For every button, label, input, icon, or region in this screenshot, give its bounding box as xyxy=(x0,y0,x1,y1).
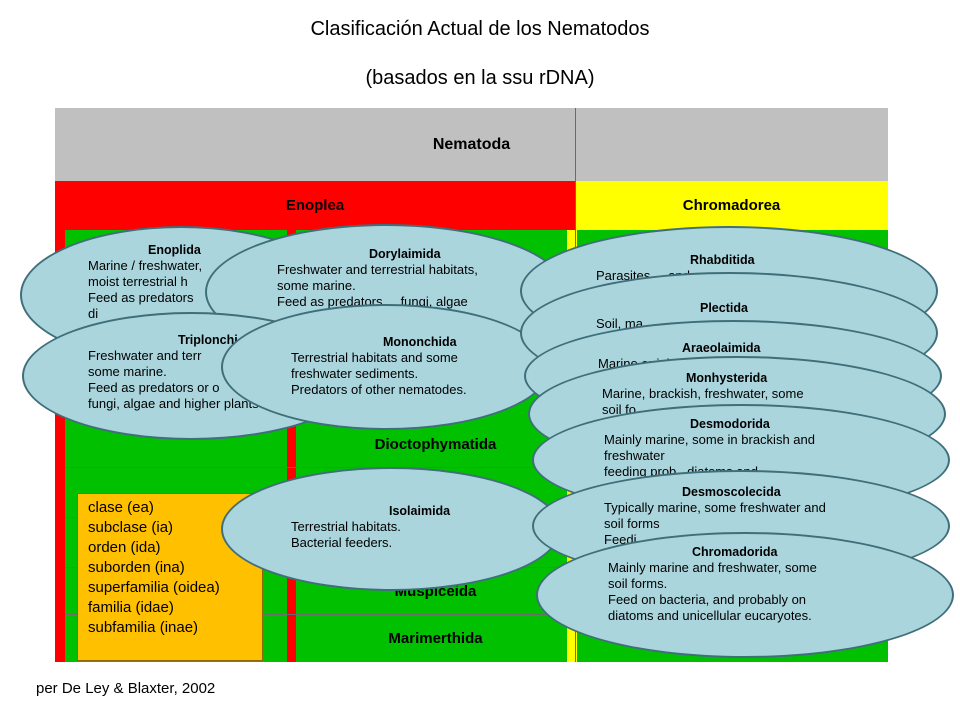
bubble-line: diatoms and unicellular eucaryotes. xyxy=(608,608,812,623)
bubble-line: Marine / freshwater, xyxy=(88,258,203,273)
bubble-line: Mainly marine and freshwater, some xyxy=(608,560,817,575)
bubble-line: Predators of other nematodes. xyxy=(291,382,467,397)
order-cell-marimerthida: Marimerthida xyxy=(388,629,483,647)
grid-line xyxy=(65,467,888,468)
bubble-line: freshwater sediments. xyxy=(291,366,419,381)
bubble-line: Mainly marine, some in brackish and xyxy=(604,432,815,447)
bubble-line: di xyxy=(88,306,99,321)
legend-item: superfamilia (oidea) xyxy=(88,579,220,596)
enoplea-strip xyxy=(55,230,65,662)
bubble-line: freshwater xyxy=(604,448,665,463)
legend-item: suborden (ina) xyxy=(88,559,185,576)
citation: per De Ley & Blaxter, 2002 xyxy=(36,680,216,697)
class-cell-chromadorea: Chromadorea xyxy=(575,181,888,230)
bubble-title: Chromadorida xyxy=(692,545,778,559)
bubble-line: Typically marine, some freshwater and xyxy=(604,500,826,515)
bubble-line: soil forms. xyxy=(608,576,668,591)
bubble-isolaimida: Isolaimida Terrestrial habitats. Bacteri… xyxy=(221,467,561,591)
bubble-line: Bacterial feeders. xyxy=(291,535,393,550)
bubble-line: some marine. xyxy=(88,364,167,379)
class-cell-enoplea: Enoplea xyxy=(55,181,575,230)
bubble-title: Plectida xyxy=(700,301,748,315)
bubble-title: Enoplida xyxy=(148,243,201,257)
legend-item: subfamilia (inae) xyxy=(88,619,199,636)
bubble-line: Freshwater and terr xyxy=(88,348,202,363)
dorylaimia-strip xyxy=(287,230,296,662)
root-cell-nematoda: Nematoda xyxy=(55,108,888,181)
legend-item: familia (idae) xyxy=(88,599,174,616)
legend-item: clase (ea) xyxy=(88,499,154,516)
bubble-line: Feed on bacteria, and probably on xyxy=(608,592,807,607)
bubble-line: Freshwater and terrestrial habitats, xyxy=(277,262,478,277)
bubble-title: Araeolaimida xyxy=(682,341,761,355)
bubble-title: Mononchida xyxy=(383,335,457,349)
bubble-line: Terrestrial habitats. xyxy=(291,519,401,534)
bubble-line: soil forms xyxy=(604,516,660,531)
bubble-chromadorida: Chromadorida Mainly marine and freshwate… xyxy=(536,532,954,658)
grid-line xyxy=(65,614,888,615)
bubble-line: Terrestrial habitats and some xyxy=(291,350,458,365)
bubble-title: Rhabditida xyxy=(690,253,755,267)
bubble-line: Feed as predators xyxy=(88,290,194,305)
page-subtitle: (basados en la ssu rDNA) xyxy=(365,67,595,89)
bubble-title: Triplonchi xyxy=(178,333,238,347)
taxonomy-suffix-legend: clase (ea) subclase (ia) orden (ida) sub… xyxy=(77,493,263,661)
legend-item: subclase (ia) xyxy=(88,519,174,536)
page-title: Clasificación Actual de los Nematodos xyxy=(310,18,650,40)
bubble-line: some marine. xyxy=(277,278,356,293)
bubble-title: Desmodorida xyxy=(690,417,770,431)
bubble-line: Marine, brackish, freshwater, some xyxy=(602,386,804,401)
legend-item: orden (ida) xyxy=(88,539,161,556)
bubble-title: Isolaimida xyxy=(389,504,451,518)
bubble-line: fungi, algae and higher plants xyxy=(88,396,259,411)
bubble-title: Monhysterida xyxy=(686,371,768,385)
bubble-title: Dorylaimida xyxy=(369,247,441,261)
bubble-title: Desmoscolecida xyxy=(682,485,781,499)
bubble-mononchida: Mononchida Terrestrial habitats and some… xyxy=(221,304,551,430)
bubble-line: moist terrestrial h xyxy=(88,274,188,289)
order-cell-dioctophymatida: Dioctophymatida xyxy=(374,435,497,453)
bubble-line: Feed as predators or o xyxy=(88,380,220,395)
